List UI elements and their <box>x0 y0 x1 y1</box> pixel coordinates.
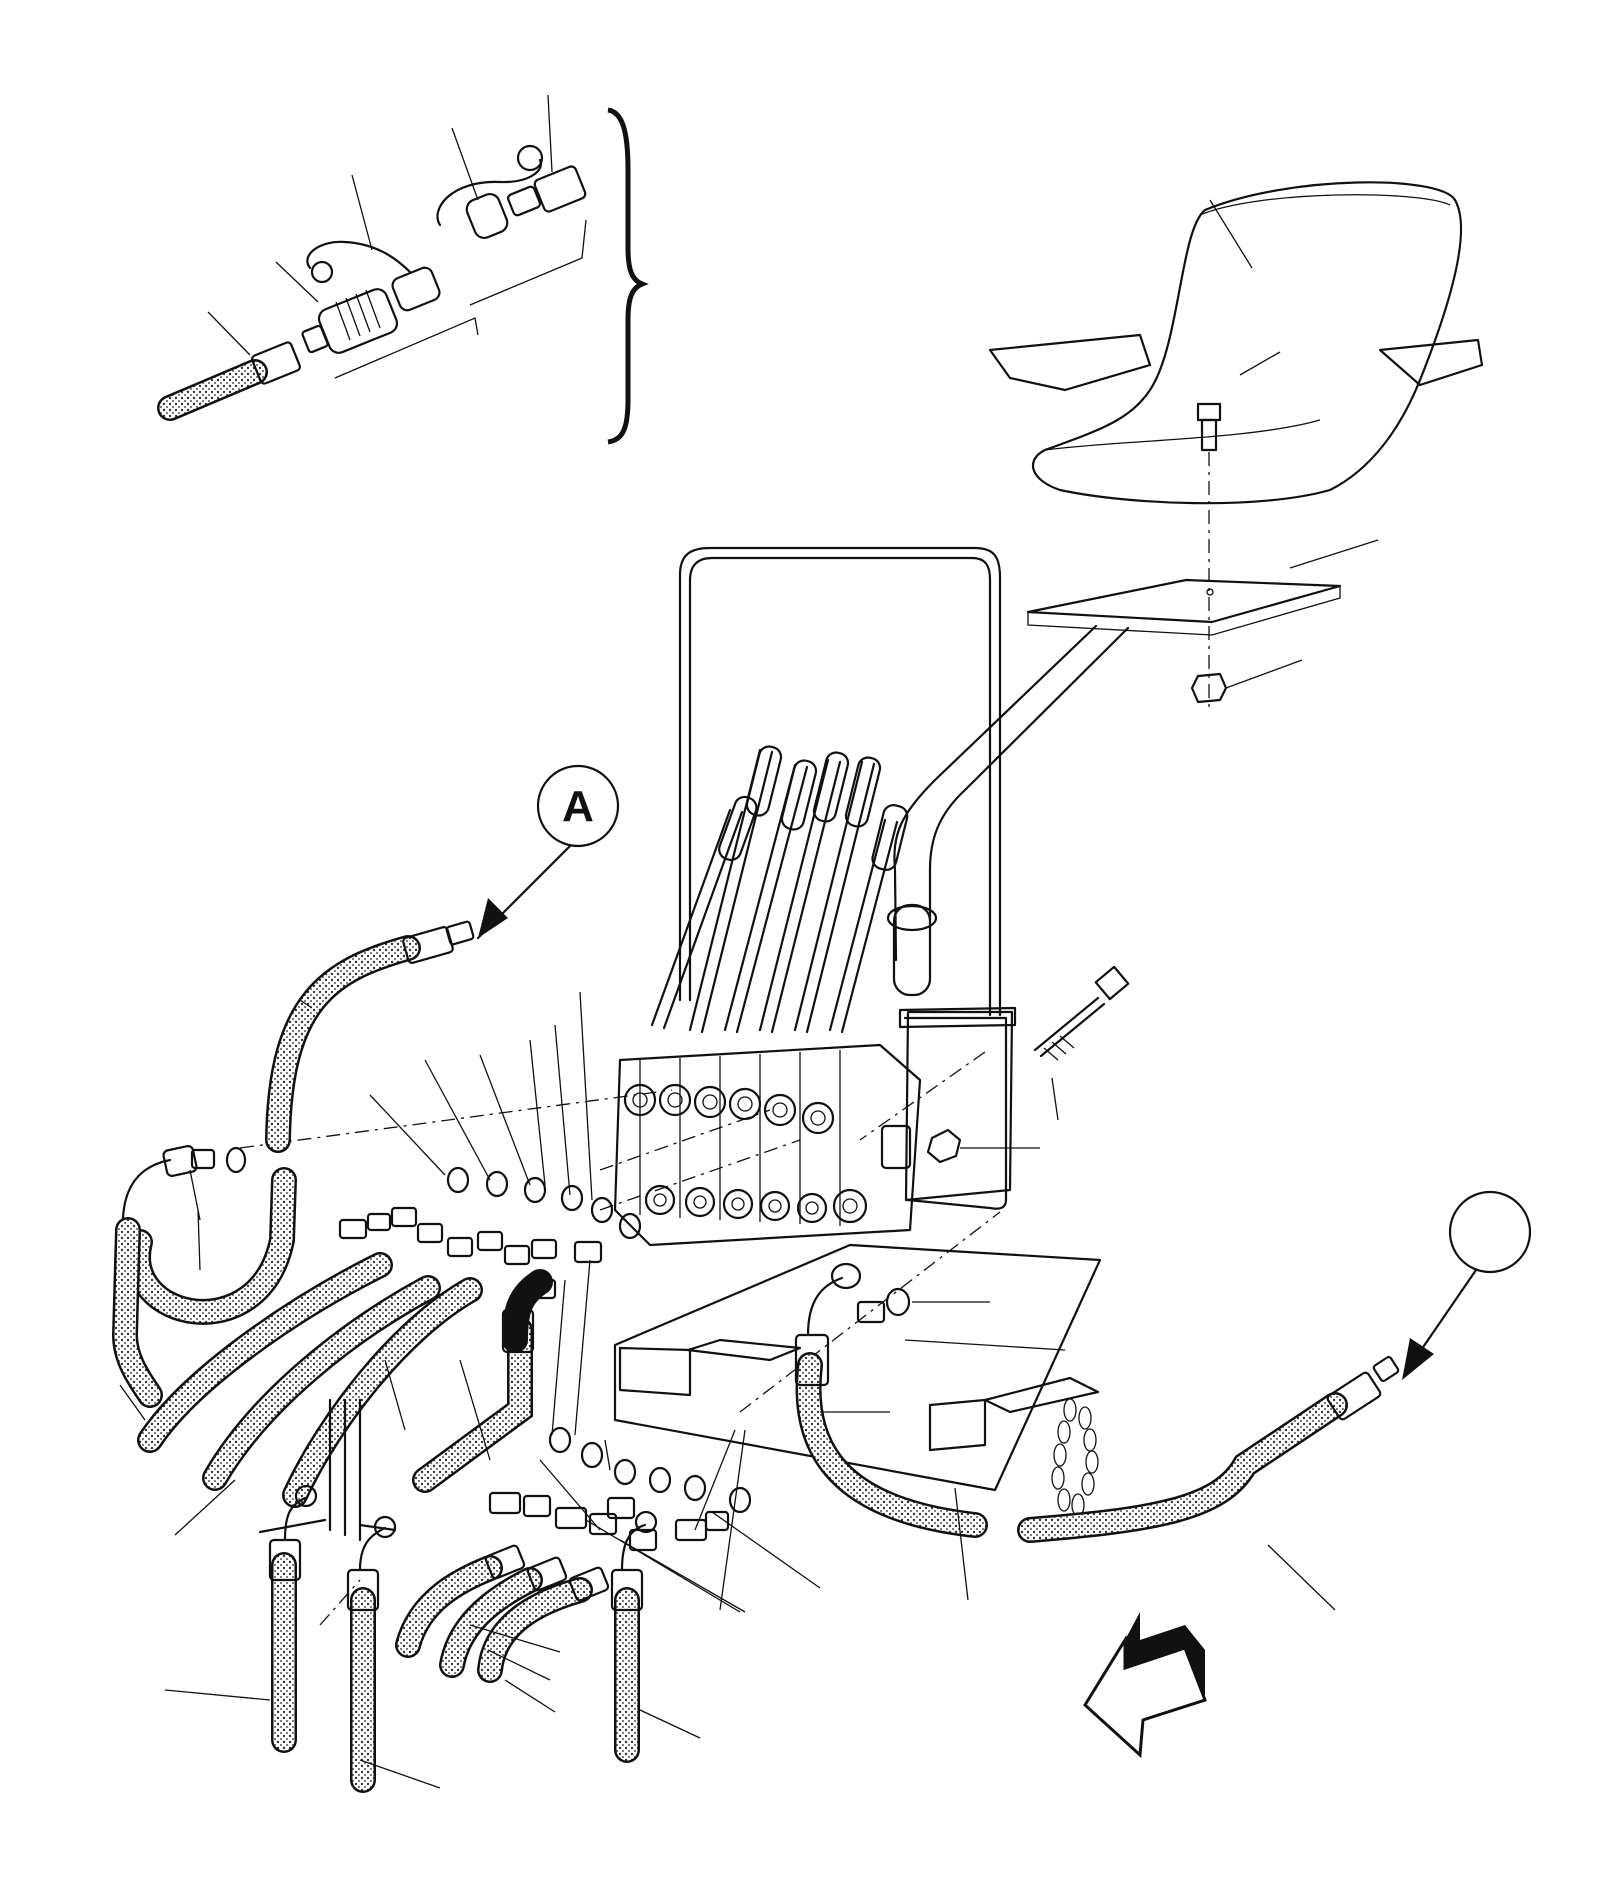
valve-ports-upper <box>625 1085 833 1133</box>
control-valve-assembly <box>240 744 1040 1245</box>
hoses-left <box>120 921 640 1540</box>
callout-a-label: A <box>562 782 594 831</box>
direction-arrow-icon <box>1085 1612 1205 1755</box>
fittings-row-upper <box>340 1208 601 1298</box>
chain <box>1052 1399 1098 1516</box>
control-levers <box>652 744 909 1032</box>
fittings-row-lower <box>490 1493 728 1550</box>
operator-seat <box>888 182 1482 995</box>
quick-coupler-detail <box>170 95 642 442</box>
hoses-lower <box>165 1212 1000 1788</box>
coupler-socket <box>316 286 400 356</box>
stand-frame <box>615 548 1128 1516</box>
callout-a: A <box>478 766 618 938</box>
o-rings-upper <box>448 1168 640 1238</box>
o-rings-lower <box>550 1428 750 1512</box>
valve-ports-lower <box>646 1186 866 1222</box>
hoses-right <box>796 1264 1399 1610</box>
callout-b <box>1402 1192 1530 1380</box>
